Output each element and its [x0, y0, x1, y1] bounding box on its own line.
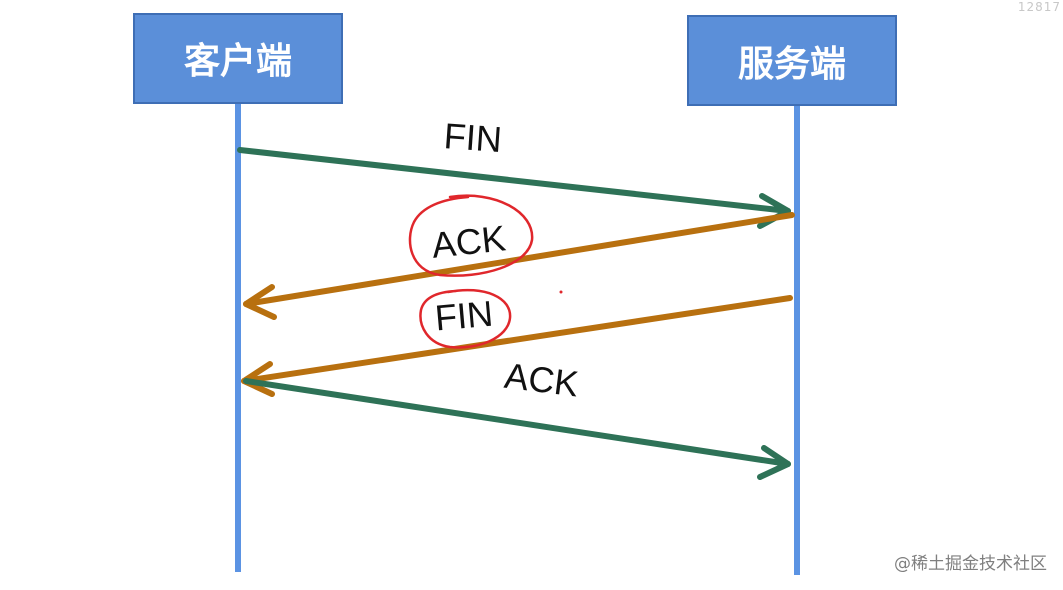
- client-box: [133, 13, 343, 104]
- fin2-arrow-line: [241, 295, 793, 384]
- fin-label: FIN: [443, 115, 504, 160]
- server-box: [687, 15, 897, 106]
- server-node: 服务端: [687, 15, 897, 106]
- corner-text: 12817: [1017, 0, 1061, 14]
- fin-arrow-line: [237, 147, 791, 214]
- annotation-dot: [559, 290, 563, 294]
- message-ack-client-to-server: ACK: [243, 355, 791, 480]
- ack2-arrowhead: [757, 445, 791, 480]
- client-node: 客户端: [133, 13, 343, 104]
- ack2-arrow-line: [243, 378, 791, 467]
- ack-label: ACK: [430, 217, 508, 266]
- ack-arrowhead: [243, 284, 277, 320]
- watermark: @稀土掘金技术社区: [894, 554, 1047, 574]
- message-fin-client-to-server: FIN: [237, 115, 791, 229]
- message-ack-server-to-client: ACK: [243, 194, 795, 320]
- fin2-label: FIN: [433, 293, 494, 339]
- ack-annotation-circle: [408, 194, 534, 277]
- ack2-label: ACK: [502, 355, 580, 405]
- fin2-annotation-circle: [419, 288, 512, 349]
- server-label: 服务端: [738, 44, 846, 85]
- client-label: 客户端: [184, 41, 292, 82]
